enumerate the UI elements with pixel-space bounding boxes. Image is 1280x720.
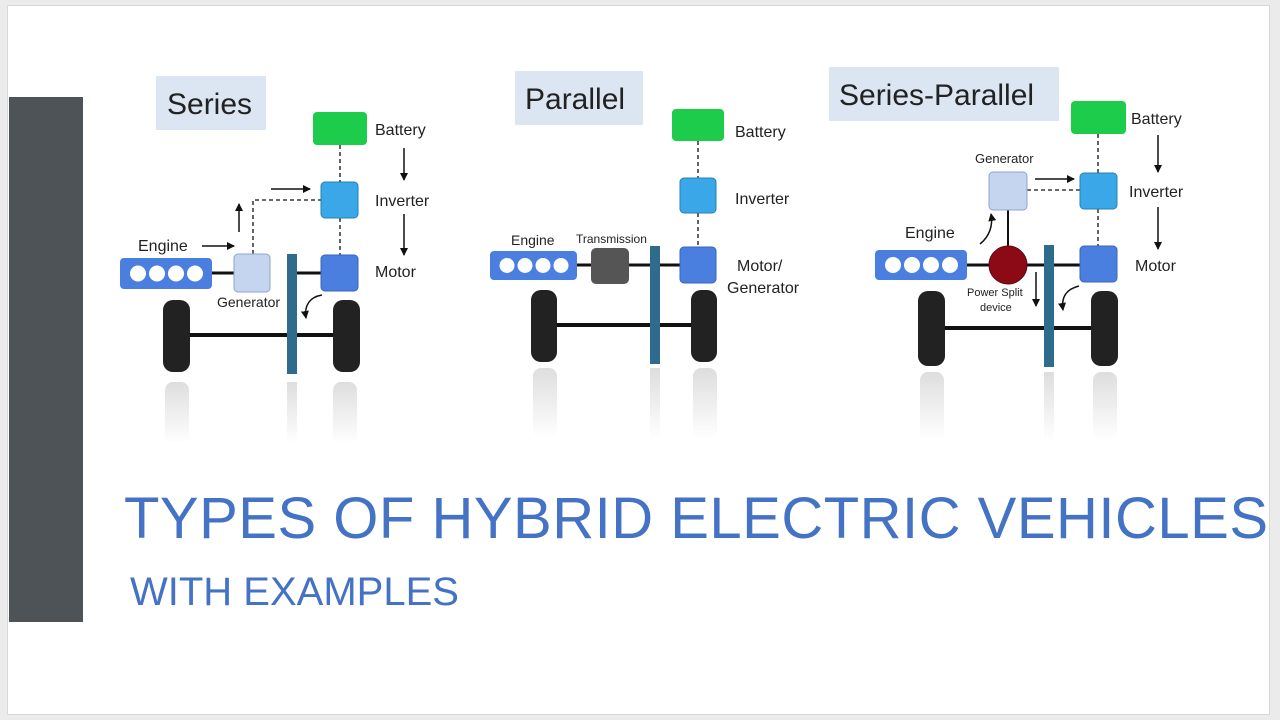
series-parallel-gear [1044, 245, 1054, 367]
parallel-wheel-left [531, 290, 557, 362]
series-parallel-generator-block [988, 171, 1028, 211]
series-parallel-battery-label: Battery [1131, 111, 1182, 128]
series-generator-inverter-line [252, 199, 321, 254]
series-parallel-engine-label: Engine [905, 225, 955, 242]
series-arrow-curve [300, 294, 323, 319]
series-inverter-block [320, 181, 359, 219]
series-parallel-power-split-label-line1: Power Split [967, 287, 1023, 299]
series-parallel-motor-block [1079, 245, 1118, 283]
series-reflection [165, 382, 357, 444]
parallel-engine-label: Engine [511, 232, 555, 248]
series-motor-label: Motor [375, 264, 417, 281]
series-parallel-power-split-device [988, 245, 1028, 285]
series-heading: Series [167, 88, 252, 121]
series-parallel-wheel-left [918, 291, 945, 366]
parallel-motor-label-line1: Motor/ [737, 258, 783, 275]
parallel-inverter-label: Inverter [735, 191, 790, 208]
series-motor-block [320, 254, 359, 292]
parallel-wheel-right [691, 290, 717, 362]
parallel-gear [650, 246, 660, 364]
series-parallel-inverter-block [1079, 172, 1118, 210]
series-parallel-heading: Series-Parallel [839, 79, 1034, 112]
series-engine-block [120, 258, 212, 289]
series-diagram: Series [120, 76, 430, 444]
series-heading-bg [156, 76, 266, 130]
parallel-transmission-label: Transmission [576, 232, 647, 246]
series-parallel-heading-bg [829, 67, 1059, 121]
series-parallel-wheel-right [1091, 291, 1118, 366]
parallel-battery-label: Battery [735, 124, 786, 141]
series-battery-block [313, 112, 367, 145]
series-gear [287, 254, 297, 374]
parallel-transmission-block [591, 248, 629, 284]
series-parallel-arrow-engine-curve [979, 213, 997, 245]
parallel-battery-block [672, 109, 724, 141]
series-parallel-engine-block [875, 250, 967, 280]
slide-title: TYPES OF HYBRID ELECTRIC VEHICLES [124, 486, 1269, 551]
series-generator-block [233, 253, 271, 293]
series-parallel-power-split-label-line2: device [980, 302, 1012, 314]
hybrid-types-diagram: Series [120, 67, 1184, 444]
series-parallel-arrow-curve [1058, 285, 1080, 311]
series-battery-label: Battery [375, 122, 426, 139]
series-engine-label: Engine [138, 238, 188, 255]
series-parallel-inverter-label: Inverter [1129, 184, 1184, 201]
parallel-inverter-block [679, 177, 717, 214]
parallel-engine-block [490, 251, 577, 280]
series-parallel-generator-label: Generator [975, 151, 1034, 166]
series-parallel-battery-block [1071, 101, 1126, 134]
parallel-motor-label-line2: Generator [727, 280, 800, 297]
series-parallel-diagram: Series-Parallel [829, 67, 1184, 440]
slide-subtitle: WITH EXAMPLES [130, 570, 459, 614]
slide-accent-bar [9, 97, 83, 622]
series-parallel-motor-label: Motor [1135, 258, 1177, 275]
series-parallel-reflection [920, 372, 1117, 440]
parallel-diagram: Parallel Battery Inverter Motor/ Generat… [490, 71, 800, 438]
parallel-reflection [533, 368, 717, 438]
parallel-motor-block [679, 246, 717, 284]
series-wheel-left [163, 300, 190, 372]
parallel-heading-bg [515, 71, 643, 125]
series-wheel-right [333, 300, 360, 372]
series-generator-label: Generator [217, 294, 280, 310]
parallel-heading: Parallel [525, 83, 625, 116]
series-inverter-label: Inverter [375, 193, 430, 210]
